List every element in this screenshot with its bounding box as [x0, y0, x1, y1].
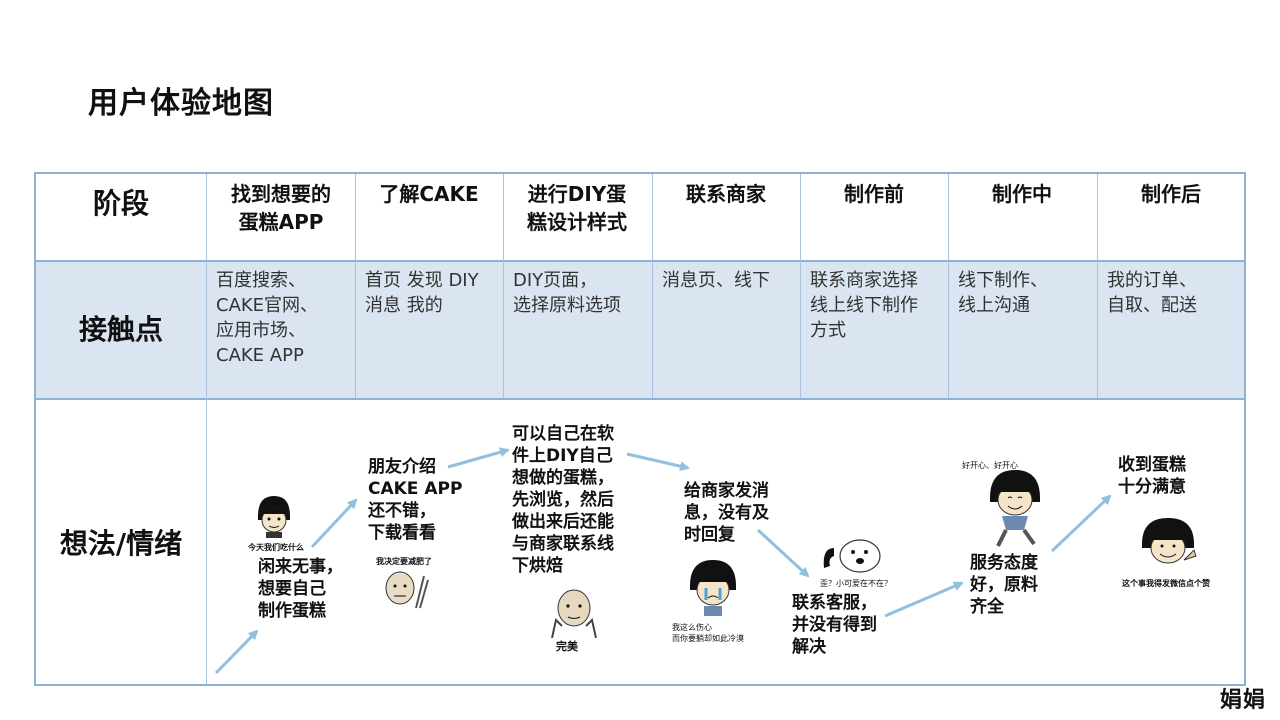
thought-text: 朋友介绍 CAKE APP 还不错， 下载看看 [368, 457, 463, 543]
meme-caption: 我决定要减肥了 [376, 557, 432, 566]
path-arrow [884, 581, 964, 618]
row-header-stage: 阶段 [92, 187, 149, 220]
stage-cell: 联系商家 [686, 182, 766, 206]
meme-caption: 完美 [556, 640, 578, 653]
touchpoint-row-band [36, 262, 1244, 398]
touchpoint-cell: 联系商家选择 线上线下制作 方式 [810, 270, 918, 341]
path-arrow [626, 452, 690, 472]
stage-cell: 了解CAKE [379, 182, 479, 206]
path-arrow [214, 629, 259, 675]
thought-text: 收到蛋糕 十分满意 [1118, 455, 1186, 497]
author-signature: 娟娟 [1219, 688, 1266, 713]
thought-text: 闲来无事， 想要自己 制作蛋糕 [258, 557, 343, 621]
thought-text: 给商家发消 息，没有及 时回复 [684, 481, 769, 545]
stage-cell: 制作前 [844, 182, 904, 206]
row-header-feeling: 想法/情绪 [59, 527, 183, 560]
thought-text: 联系客服， 并没有得到 解决 [792, 593, 877, 657]
meme-face-icon [551, 589, 597, 638]
touchpoint-cell: 我的订单、 自取、配送 [1107, 270, 1197, 316]
meme-face-icon [990, 470, 1040, 547]
path-arrow [756, 528, 810, 578]
path-arrow [1050, 494, 1112, 553]
meme-caption: 这个事我得发微信点个赞 [1122, 579, 1210, 588]
meme-face-icon [258, 496, 290, 538]
experience-map-table: 阶段 接触点 想法/情绪 找到想要的 蛋糕APP 了解CAKE 进行DIY蛋 糕… [34, 172, 1246, 686]
meme-caption: 我这么伤心 而你要躺却如此冷漠 [672, 623, 744, 643]
path-arrow [447, 447, 510, 469]
stage-cell: 制作中 [992, 182, 1052, 206]
path-arrow [310, 498, 358, 549]
meme-face-icon [690, 560, 736, 616]
divider-col-3 [652, 174, 653, 398]
meme-face-icon [1142, 518, 1197, 564]
divider-row-2 [36, 398, 1244, 400]
stage-cell: 制作后 [1141, 182, 1201, 206]
meme-caption: 歪？小可爱在不在？ [820, 579, 892, 588]
touchpoint-cell: DIY页面， 选择原料选项 [513, 270, 621, 316]
meme-face-icon [823, 539, 881, 573]
row-header-touchpoint: 接触点 [78, 313, 163, 346]
meme-caption: 好开心、好开心 [962, 461, 1018, 470]
touchpoint-cell: 百度搜索、 CAKE官网、 应用市场、 CAKE APP [216, 270, 319, 366]
thought-text: 可以自己在软 件上DIY自己 想做的蛋糕， 先浏览，然后 做出来后还能 与商家联… [512, 424, 614, 576]
divider-col-1 [355, 174, 356, 398]
page-title: 用户体验地图 [88, 86, 274, 121]
touchpoint-cell: 首页 发现 DIY 消息 我的 [365, 270, 479, 316]
touchpoint-cell: 消息页、线下 [662, 270, 770, 291]
stage-cell: 找到想要的 蛋糕APP [231, 182, 331, 234]
divider-col-0 [206, 174, 207, 684]
meme-face-icon [385, 571, 429, 609]
divider-col-5 [948, 174, 949, 398]
thought-text: 服务态度 好，原料 齐全 [970, 553, 1038, 617]
divider-col-4 [800, 174, 801, 398]
divider-col-2 [503, 174, 504, 398]
divider-col-6 [1097, 174, 1098, 398]
divider-row-1 [36, 260, 1244, 262]
meme-caption: 今天我们吃什么 [248, 543, 304, 552]
touchpoint-cell: 线下制作、 线上沟通 [958, 270, 1048, 316]
stage-cell: 进行DIY蛋 糕设计样式 [527, 182, 627, 234]
